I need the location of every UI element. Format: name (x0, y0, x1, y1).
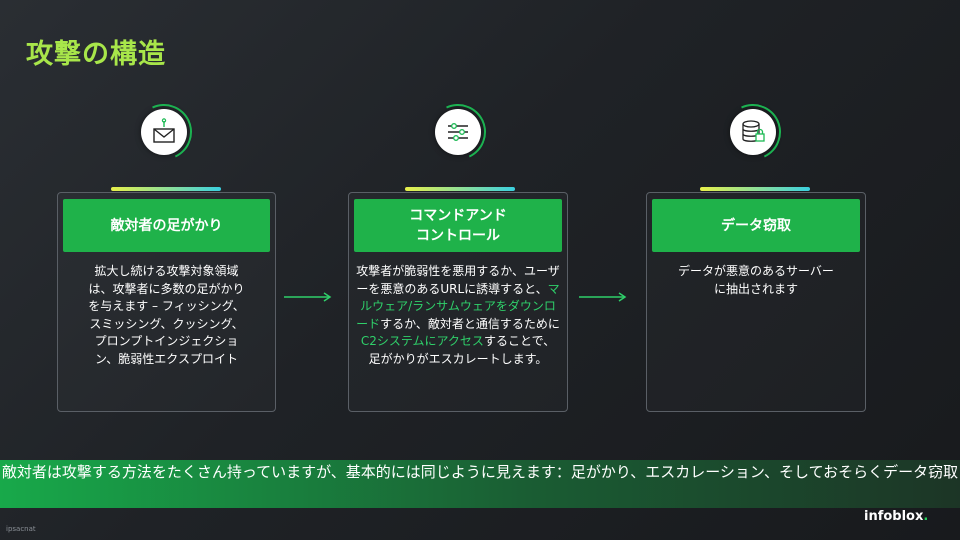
step-3-heading: データ窃取 (652, 199, 860, 252)
step-2-highlight-malware: マルウェア/ランサムウェアをダウンロード (356, 281, 560, 331)
slide-title: 攻撃の構造 (26, 39, 166, 70)
step-1-heading: 敵対者の足がかり (63, 199, 270, 252)
step-2-heading: コマンドアンド コントロール (354, 199, 562, 252)
database-lock-icon (730, 109, 776, 155)
step-3-body: データが悪意のあるサーバーに抽出されます (678, 264, 834, 296)
summary-banner: 敵対者は攻撃する方法をたくさん持っていますが、基本的には同じように見えます：足が… (0, 460, 960, 508)
step-1-body: 拡大し続ける攻撃対象領域は、攻撃者に多数の足がかりを与えます – フィッシング、… (88, 264, 245, 366)
step-1-accent-bar (111, 187, 221, 191)
step-2-body: 攻撃者が脆弱性を悪用するか、ユーザーを悪意のあるURLに誘導すると、マルウェア/… (355, 263, 561, 368)
arrow-2-icon (579, 292, 627, 302)
logo-text: infoblox (864, 509, 924, 524)
step-2-body-text: 攻撃者が脆弱性を悪用するか、ユーザーを悪意のあるURLに誘導すると、 (356, 264, 560, 296)
mail-icon (141, 109, 187, 155)
sliders-icon (435, 109, 481, 155)
arrow-1-icon (284, 292, 332, 302)
footer-note: ipsacnat (6, 525, 36, 533)
step-2-card: コマンドアンド コントロール 攻撃者が脆弱性を悪用するか、ユーザーを悪意のあるU… (348, 192, 568, 412)
step-1-icon-badge (128, 96, 200, 168)
step-2-body-text: することで、足がかりがエスカレートします。 (368, 334, 556, 366)
infoblox-logo: infoblox. (864, 509, 928, 524)
step-2-icon-badge (422, 96, 494, 168)
step-2-body-text: するか、敵対者と通信するために (380, 316, 560, 331)
step-1-card: 敵対者の足がかり 拡大し続ける攻撃対象領域は、攻撃者に多数の足がかりを与えます … (57, 192, 276, 412)
summary-text: 敵対者は攻撃する方法をたくさん持っていますが、基本的には同じように見えます：足が… (1, 463, 959, 481)
step-2-accent-bar (405, 187, 515, 191)
step-2-highlight-c2: C2システムにアクセス (360, 334, 484, 348)
logo-dot: . (923, 509, 929, 524)
step-3-accent-bar (700, 187, 810, 191)
step-3-card: データ窃取 データが悪意のあるサーバーに抽出されます (646, 192, 866, 412)
step-3-icon-badge (717, 96, 789, 168)
